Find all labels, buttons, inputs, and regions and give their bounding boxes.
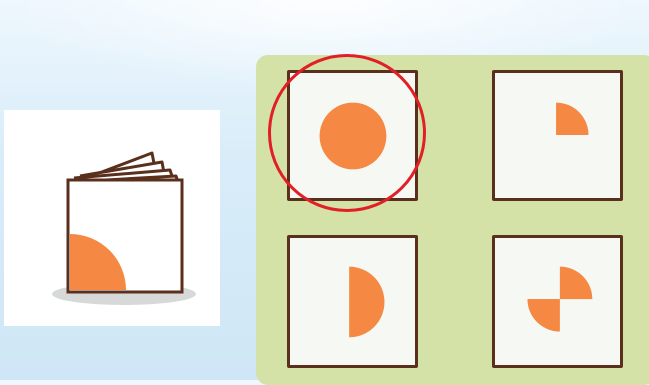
half-circle-icon [290, 238, 415, 365]
option-a-full-circle[interactable] [287, 70, 418, 201]
folded-booklet-icon [4, 110, 220, 326]
diagonal-quarter-circles-icon [495, 238, 620, 365]
folded-paper-card [4, 110, 220, 326]
option-d-diagonal-quarters[interactable] [492, 235, 623, 368]
full-circle-icon [290, 73, 415, 198]
option-c-half-circle[interactable] [287, 235, 418, 368]
quarter-circle-icon [495, 73, 620, 198]
option-b-quarter-circle[interactable] [492, 70, 623, 201]
